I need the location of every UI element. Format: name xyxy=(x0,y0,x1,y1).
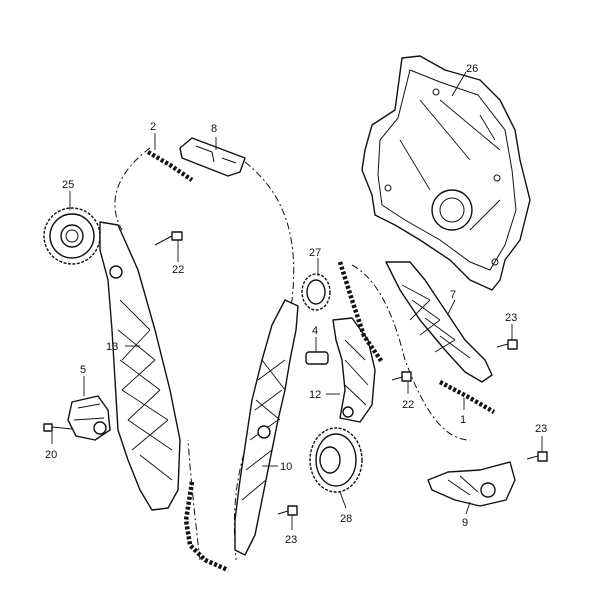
callout-23-far-right: 23 xyxy=(535,423,547,435)
part-22-bolt-upper xyxy=(154,231,183,246)
callout-7: 7 xyxy=(450,289,456,301)
callout-27: 27 xyxy=(309,247,321,259)
callout-12: 12 xyxy=(309,389,321,401)
callout-10: 10 xyxy=(280,461,292,473)
chain-route-path xyxy=(114,147,471,561)
callout-13: 13 xyxy=(106,341,118,353)
part-12-chain-guide xyxy=(332,317,376,423)
part-22-bolt-lower xyxy=(391,371,412,382)
callout-26: 26 xyxy=(466,63,478,75)
part-13-tensioner-rail xyxy=(99,221,181,511)
leader-lines xyxy=(51,71,543,530)
part-9-tensioner-bracket xyxy=(427,461,516,507)
part-26-timing-cover xyxy=(361,55,531,291)
callout-5: 5 xyxy=(80,364,86,376)
callout-25: 25 xyxy=(62,179,74,191)
part-25-camshaft-sprocket xyxy=(43,207,101,265)
part-5-chain-tensioner xyxy=(67,395,111,441)
part-4-pin xyxy=(305,351,329,365)
part-23-bolt-right xyxy=(496,339,518,350)
callout-8: 8 xyxy=(211,123,217,135)
callout-2: 2 xyxy=(150,121,156,133)
main-chain-lower xyxy=(183,481,229,573)
part-20-bolt xyxy=(43,423,73,432)
callout-23-bottom: 23 xyxy=(285,534,297,546)
callout-20: 20 xyxy=(45,449,57,461)
part-10-guide-rail xyxy=(234,299,299,556)
callout-28: 28 xyxy=(340,513,352,525)
part-23-bolt-bottom xyxy=(277,505,298,516)
part-8-chain-guide-block xyxy=(179,137,246,177)
callout-9: 9 xyxy=(462,517,468,529)
callout-4: 4 xyxy=(312,325,318,337)
part-7-chain-guide-rail xyxy=(385,261,493,383)
callout-labels: 2 8 26 25 22 27 7 23 4 13 5 12 22 1 23 2… xyxy=(45,63,547,546)
callout-23-right: 23 xyxy=(505,312,517,324)
callout-22-upper: 22 xyxy=(172,264,184,276)
part-1-chain-segment xyxy=(438,380,496,414)
part-23-bolt-far-right xyxy=(526,451,548,462)
part-2-chain-segment xyxy=(146,150,194,182)
callout-1: 1 xyxy=(460,414,466,426)
part-27-intermediate-sprocket xyxy=(301,273,331,311)
part-28-crankshaft-sprocket xyxy=(309,427,363,493)
callout-22-lower: 22 xyxy=(402,399,414,411)
